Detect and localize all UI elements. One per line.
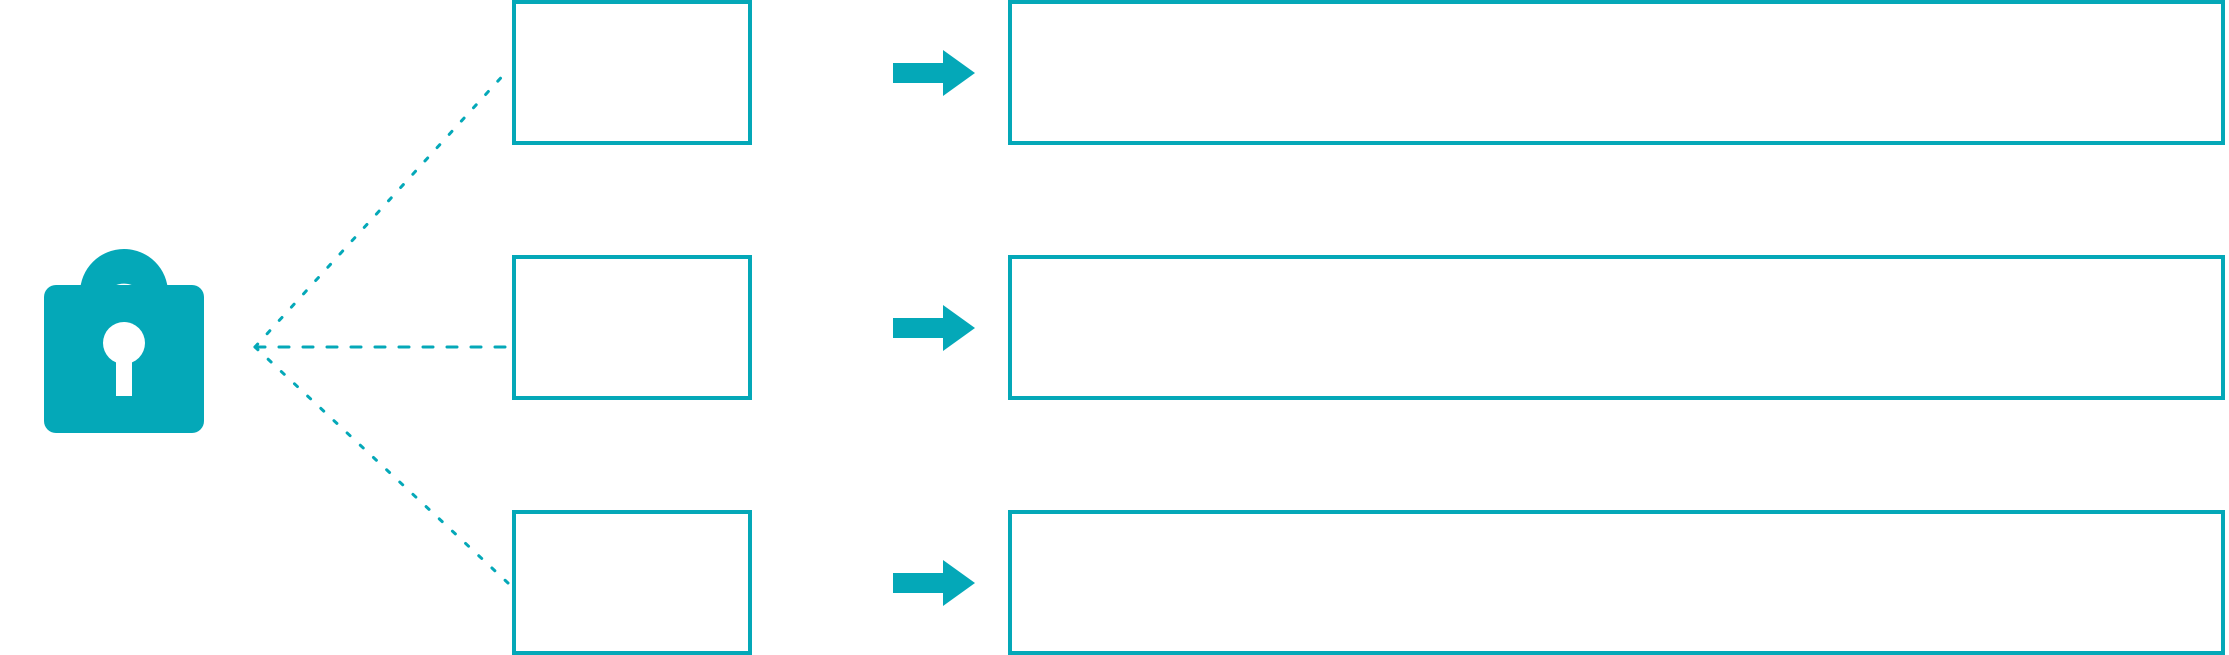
output-box[interactable] bbox=[1008, 0, 2225, 145]
flow-row bbox=[0, 0, 2229, 145]
output-box[interactable] bbox=[1008, 510, 2225, 655]
arrow-right-icon bbox=[893, 560, 975, 606]
input-box[interactable] bbox=[512, 0, 752, 145]
arrow-right-icon bbox=[893, 305, 975, 351]
input-box[interactable] bbox=[512, 510, 752, 655]
arrow-right-icon bbox=[893, 50, 975, 96]
lock-icon bbox=[24, 215, 224, 440]
flow-row bbox=[0, 255, 2229, 400]
input-box[interactable] bbox=[512, 255, 752, 400]
output-box[interactable] bbox=[1008, 255, 2225, 400]
flow-row bbox=[0, 510, 2229, 655]
